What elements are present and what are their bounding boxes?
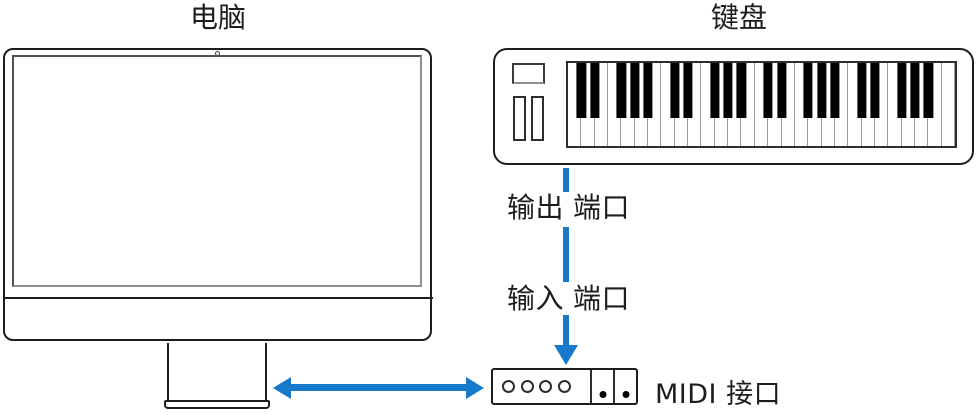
output-port-label-part-2: 端口: [573, 191, 631, 224]
midi-port-circle-icon: [539, 380, 552, 393]
midi-interface-illustration: [491, 368, 638, 405]
keyboard-keys: [566, 61, 957, 148]
black-key: [763, 63, 773, 118]
black-key: [643, 63, 653, 118]
midi-cable-segment-middle: [563, 227, 569, 282]
black-key: [776, 63, 787, 118]
output-port-label: 输出 端口: [507, 191, 631, 224]
pitch-wheel: [513, 96, 526, 141]
computer-cable-shaft: [289, 384, 467, 391]
midi-indicator-dot-icon: [622, 391, 629, 398]
midi-cable-segment-bottom: [563, 315, 569, 346]
black-key: [910, 63, 920, 118]
left-arrowhead-icon: [273, 377, 291, 399]
black-key: [816, 63, 827, 118]
computer-screen: [12, 55, 422, 287]
midi-indicator-dot-icon: [599, 391, 606, 398]
black-key: [576, 63, 586, 118]
monitor-chin-divider: [2, 297, 433, 299]
midi-keyboard-illustration: [493, 48, 974, 165]
computer-title: 电脑: [189, 1, 246, 34]
midi-indicator-cell: [590, 370, 613, 403]
black-key: [923, 63, 933, 118]
black-key: [590, 63, 600, 118]
computer-illustration: [2, 48, 433, 341]
black-key: [897, 63, 907, 118]
midi-port-circle-icon: [520, 380, 534, 393]
input-port-label: 输入 端口: [507, 282, 631, 315]
right-arrowhead-icon: [466, 377, 484, 399]
down-arrowhead-icon: [554, 345, 578, 365]
black-key: [856, 63, 867, 118]
input-port-label-part-1: 输入: [507, 282, 565, 315]
black-key: [803, 63, 813, 118]
black-key: [736, 63, 747, 118]
monitor-stand-base: [164, 400, 270, 409]
midi-port-circles: [493, 370, 590, 403]
midi-indicator-cell: [613, 370, 636, 403]
mod-wheel: [531, 96, 544, 141]
input-port-label-part-2: 端口: [573, 282, 631, 315]
midi-port-circle-icon: [557, 380, 571, 393]
black-key: [683, 63, 693, 118]
black-key: [830, 63, 840, 118]
black-key: [630, 63, 640, 118]
output-port-label-part-1: 输出: [507, 191, 565, 224]
black-key: [670, 63, 680, 118]
keyboard-display: [512, 63, 545, 84]
black-key: [723, 63, 733, 118]
keyboard-title: 键盘: [710, 1, 767, 34]
midi-port-circle-icon: [502, 380, 515, 393]
monitor-stand: [167, 343, 267, 401]
black-key: [870, 63, 880, 118]
midi-interface-label: MIDI 接口: [655, 379, 782, 410]
black-key: [710, 63, 720, 118]
midi-cable-segment-top: [563, 168, 569, 192]
black-key: [616, 63, 626, 118]
white-key: [941, 63, 955, 146]
